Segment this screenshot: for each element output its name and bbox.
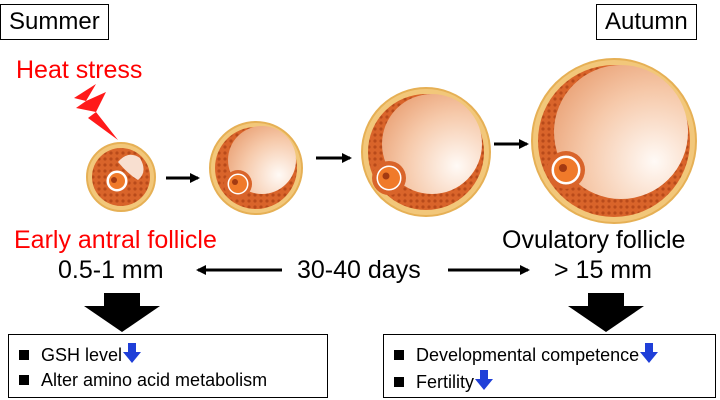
bullet-square-icon	[394, 350, 404, 360]
bullet-square-icon	[394, 377, 404, 387]
blue-down-arrow-icon	[123, 343, 142, 363]
early-antral-label: Early antral follicle	[14, 226, 217, 254]
ovulatory-size: > 15 mm	[554, 256, 652, 284]
effect-developmental-competence: Developmental competence	[394, 343, 659, 366]
duration-label: 30-40 days	[297, 256, 421, 284]
ovulatory-label: Ovulatory follicle	[502, 226, 686, 254]
blue-down-arrow-icon	[640, 343, 659, 363]
down-block-arrow-right	[568, 293, 644, 332]
bullet-square-icon	[19, 350, 29, 360]
follicle-ovulatory	[531, 58, 697, 224]
bullet-square-icon	[19, 375, 29, 385]
effect-amino-acid: Alter amino acid metabolism	[19, 370, 267, 391]
follicle-early-antral	[86, 142, 156, 212]
effect-fertility: Fertility	[394, 370, 493, 393]
heat-stress-label: Heat stress	[16, 56, 143, 84]
early-effects-box: GSH level Alter amino acid metabolism	[8, 334, 328, 398]
follicle-stage-3	[361, 87, 491, 217]
blue-down-arrow-icon	[475, 370, 493, 390]
follicle-stage-2	[209, 121, 303, 215]
down-block-arrow-left	[84, 293, 160, 332]
season-label-summer: Summer	[0, 4, 109, 40]
effect-gsh-level: GSH level	[19, 343, 142, 366]
ovulatory-effects-box: Developmental competence Fertility	[383, 334, 716, 398]
season-label-autumn: Autumn	[596, 4, 697, 40]
early-antral-size: 0.5-1 mm	[58, 256, 164, 284]
lightning-bolt-icon	[74, 84, 118, 140]
